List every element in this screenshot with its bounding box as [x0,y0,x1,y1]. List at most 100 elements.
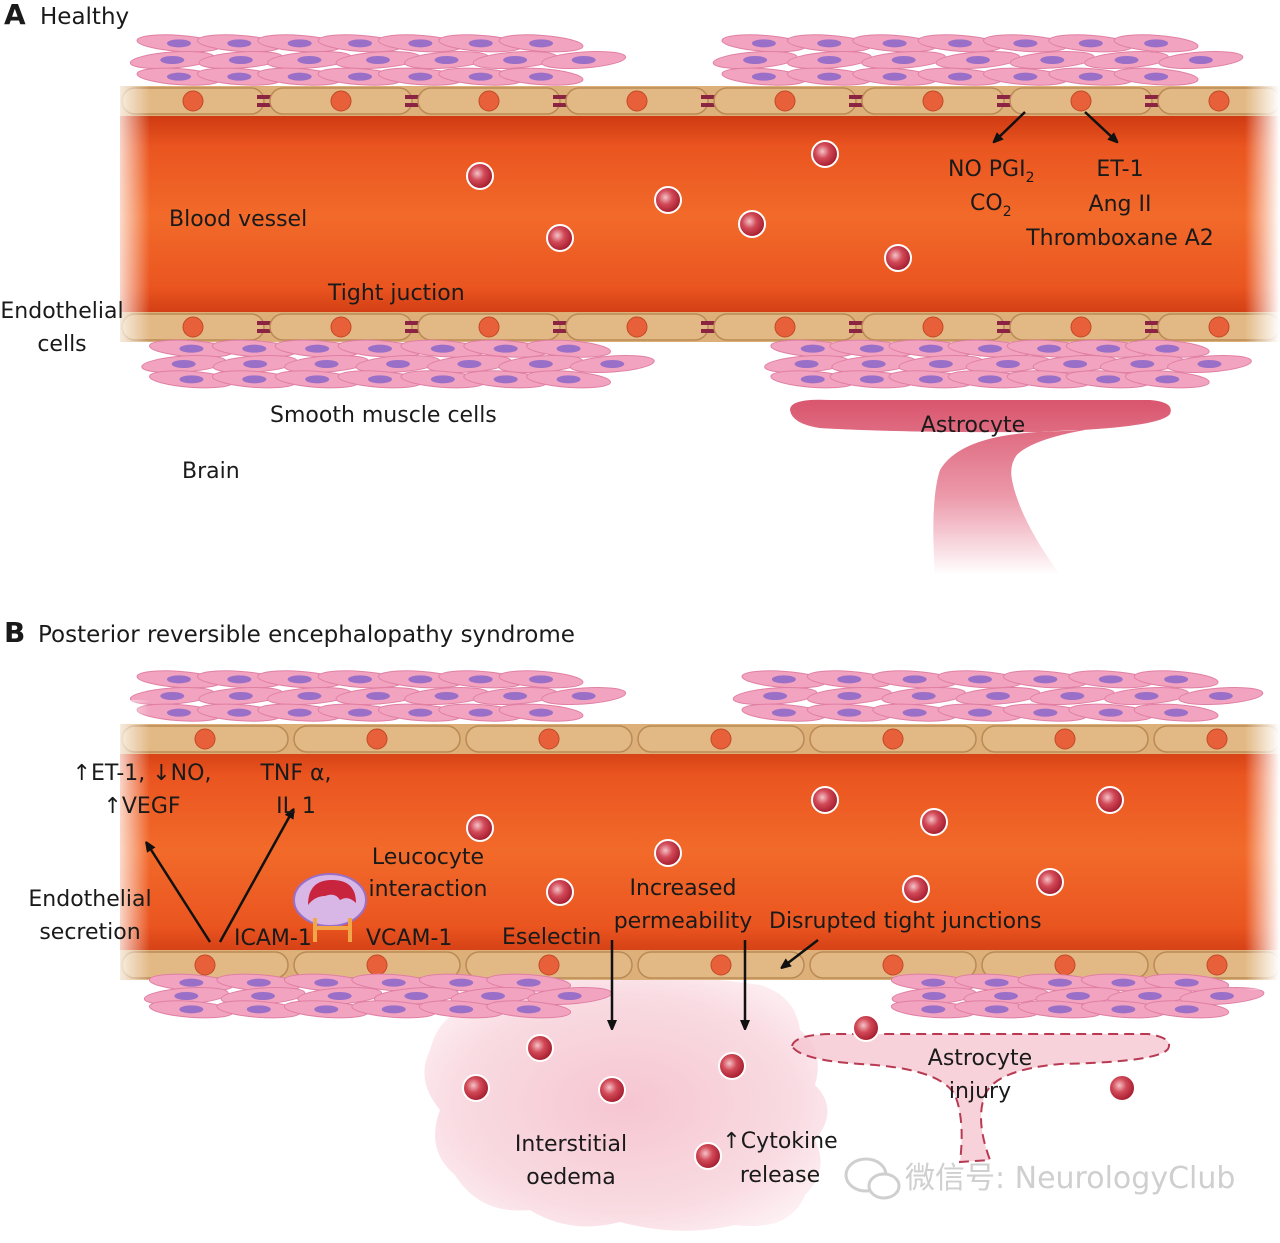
panel-b: B Posterior reversible encephalopathy sy… [4,616,1280,1231]
label-permeability: permeability [614,909,753,934]
smooth-muscle-nucleus [381,978,406,987]
smooth-muscle-nucleus [1144,39,1169,48]
label-release: release [740,1163,820,1188]
smooth-muscle-nucleus [327,992,352,1000]
smooth-muscle-nucleus [571,692,596,700]
smooth-muscle-layer-b-bottom-right [890,973,1265,1019]
endothelial-nucleus [922,316,944,338]
smooth-muscle-layer-b-top-right [732,670,1264,722]
red-blood-cell [1096,786,1124,814]
smooth-muscle-nucleus [918,375,943,384]
smooth-muscle-nucleus [1013,39,1038,48]
smooth-muscle-nucleus [227,675,252,684]
smooth-muscle-layer-b-bottom-left [143,973,613,1019]
red-blood-cell [1108,1074,1136,1102]
smooth-muscle-nucleus [468,72,493,81]
label-disrupted-tight-junctions: Disrupted tight junctions [769,909,1042,934]
label-astrocyte-injury-line1: Astrocyte [928,1046,1032,1071]
vessel-fade-left [110,80,150,350]
smooth-muscle-nucleus [348,72,372,81]
smooth-muscle-nucleus [430,375,455,384]
smooth-muscle-nucleus [368,344,392,353]
red-blood-cell [466,162,494,190]
smooth-muscle-nucleus [902,708,927,717]
smooth-muscle-nucleus [1111,978,1136,987]
smooth-muscle-nucleus [166,675,191,684]
smooth-muscle-layer-top-left [129,34,627,86]
label-icam1: ICAM-1 [234,926,312,951]
endothelial-layer-bottom [120,312,1280,342]
smooth-muscle-nucleus [556,344,581,353]
label-endothelial-cells-line1: Endothelial [0,299,123,324]
label-ang2: Ang II [1089,192,1152,217]
smooth-muscle-nucleus [179,344,204,353]
label-et1: ET-1 [1096,157,1143,182]
red-blood-cell [902,875,930,903]
smooth-muscle-nucleus [743,56,768,64]
smooth-muscle-nucleus [1048,1005,1072,1014]
panel-a-letter: A [4,0,26,31]
smooth-muscle-nucleus [166,39,191,48]
smooth-muscle-nucleus [968,675,992,684]
endothelial-nucleus [366,954,388,976]
smooth-muscle-nucleus [984,1005,1009,1014]
label-interaction: interaction [369,877,488,902]
tight-junction [553,103,569,107]
smooth-muscle-nucleus [1096,375,1121,384]
blood-vessel-lumen [120,108,1280,326]
panel-a: A Healthy Blood vessel Tight juction End… [0,0,1280,575]
vessel-fade-right [1245,80,1280,350]
label-no-pgi2: NO PGI2 [948,157,1035,186]
smooth-muscle-nucleus [434,56,459,64]
tight-junction [997,321,1013,325]
tight-junction [849,95,865,99]
smooth-muscle-nucleus [986,692,1010,700]
red-blood-cell [694,1142,722,1170]
smooth-muscle-nucleus [287,675,312,684]
vessel-b-fade-left [110,700,150,990]
smooth-muscle-nucleus [948,39,972,48]
smooth-muscle-nucleus [1013,72,1038,81]
smooth-muscle-nucleus [516,978,541,987]
smooth-muscle-nucleus [166,72,191,81]
label-il1: IL 1 [276,794,316,819]
panel-b-letter: B [4,616,25,649]
red-blood-cell [852,1014,880,1042]
smooth-muscle-nucleus [242,344,267,353]
smooth-muscle-nucleus [246,978,271,987]
smooth-muscle-nucleus [918,344,943,353]
smooth-muscle-nucleus [404,992,429,1000]
tight-junction [405,103,421,107]
label-tight-junction: Tight juction [327,281,465,306]
smooth-muscle-nucleus [1114,56,1139,64]
red-blood-cells-a [466,140,912,272]
smooth-muscle-nucleus [408,708,433,717]
red-blood-cell [738,210,766,238]
tight-junction [405,329,421,333]
label-tnf: TNF α, [259,761,331,786]
smooth-muscle-nucleus [948,72,972,81]
label-co2: CO2 [970,191,1012,220]
endothelial-nucleus [538,728,560,750]
smooth-muscle-nucleus [305,344,330,353]
smooth-muscle-nucleus [902,675,927,684]
red-blood-cell [526,1034,554,1062]
smooth-muscle-nucleus [882,72,907,81]
label-endothelial-secretion-line1: Endothelial [28,887,151,912]
smooth-muscle-nucleus [408,675,433,684]
smooth-muscle-nucleus [1130,360,1155,368]
panel-a-title: Healthy [40,4,129,30]
tight-junction [257,95,273,99]
smooth-muscle-nucleus [529,675,554,684]
tight-junction [701,103,717,107]
tight-junction [553,321,569,325]
smooth-muscle-nucleus [160,692,185,700]
smooth-muscle-nucleus [556,375,581,384]
tight-junction [1145,103,1161,107]
red-blood-cell [811,786,839,814]
red-blood-cell [654,186,682,214]
smooth-muscle-nucleus [166,708,191,717]
endothelial-nucleus [882,728,904,750]
red-blood-cell [1036,868,1064,896]
